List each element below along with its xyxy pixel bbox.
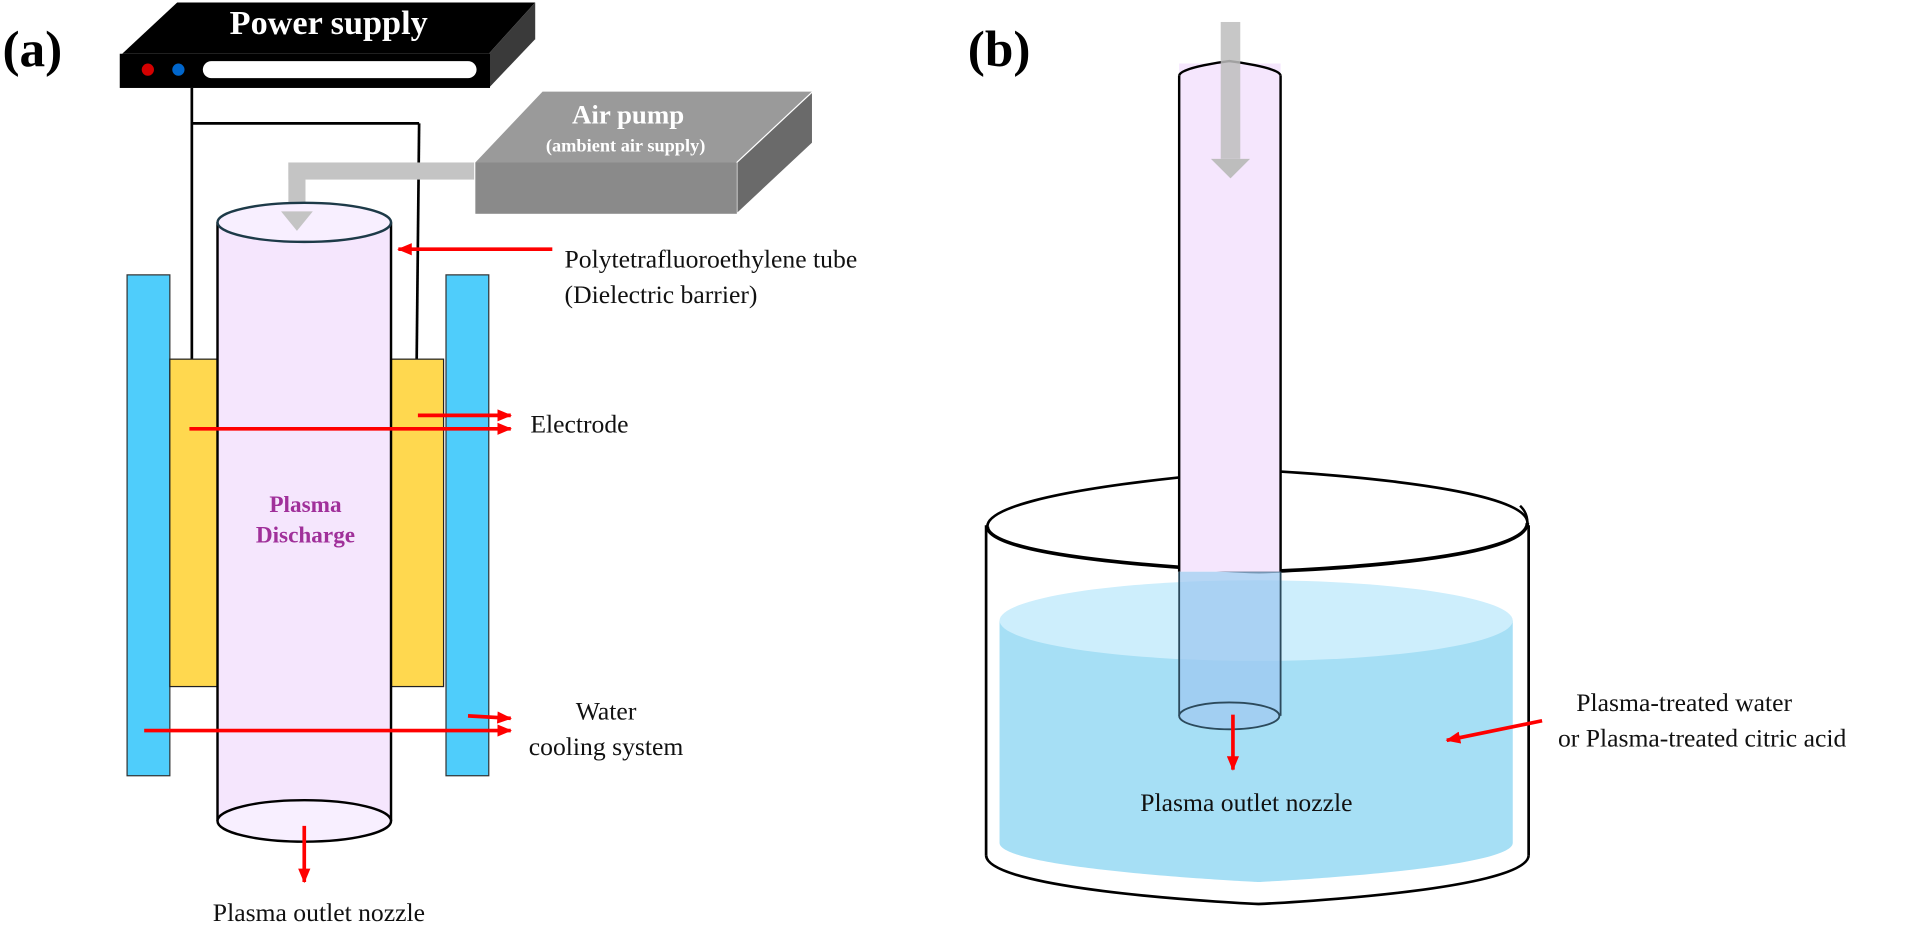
tube-label-line1: Polytetrafluoroethylene tube: [565, 245, 858, 274]
panel-b-label: (b): [968, 21, 1031, 78]
beaker-rim-edge: [1519, 504, 1529, 523]
plasma-label-line2: Discharge: [256, 522, 355, 548]
liquid-callout-arrow-icon: [1445, 718, 1543, 744]
electrode-left: [169, 358, 219, 688]
ptfe-tube-b: [1177, 21, 1282, 731]
callout-arrows-b: [1226, 714, 1543, 771]
liquid-body: [999, 620, 1513, 883]
air-inlet-arrowhead-icon: [281, 211, 313, 231]
ptfe-tube: Plasma Discharge: [216, 201, 393, 843]
beaker-bottom: [984, 854, 1530, 906]
electrode-label: Electrode: [530, 409, 628, 438]
power-supply-side: [488, 2, 536, 88]
tube-b-submerged-body: [1179, 571, 1281, 716]
panel-a-label: (a): [2, 21, 62, 78]
panel-b: (b): [968, 21, 1847, 906]
panel-a: (a) Power supply Air pump (ambient air s…: [2, 2, 857, 926]
power-supply: Power supply: [119, 2, 536, 88]
tube-b-outlet-opening: [1178, 701, 1281, 731]
tube-label-line2: (Dielectric barrier): [565, 280, 758, 309]
plasma-label-line1: Plasma: [269, 492, 342, 518]
power-supply-title: Power supply: [230, 5, 428, 42]
power-supply-display: [202, 61, 477, 79]
power-supply-top: [122, 2, 536, 54]
air-pump-top: [475, 91, 813, 163]
tube-top-opening: [216, 201, 393, 244]
air-pump: Air pump (ambient air supply): [475, 90, 814, 216]
right-wire: [415, 123, 421, 360]
air-pump-title: Air pump: [572, 99, 684, 129]
cooling-jacket-right: [445, 274, 490, 777]
air-flow-arrow-icon: [288, 162, 475, 212]
air-flow-pipe-vertical: [288, 162, 306, 212]
blue-indicator-icon: [172, 63, 185, 76]
liquid-label-line1: Plasma-treated water: [1576, 688, 1792, 717]
air-flow-b-arrowhead-icon: [1210, 158, 1251, 179]
air-flow-b-shaft: [1220, 21, 1241, 159]
electrode-right: [390, 358, 445, 688]
air-pump-subtitle: (ambient air supply): [546, 135, 705, 156]
red-indicator-icon: [141, 63, 154, 76]
outlet-label-b: Plasma outlet nozzle: [1140, 788, 1352, 817]
cooling-label-line1: Water: [576, 697, 637, 726]
cooling-label-line2: cooling system: [529, 732, 684, 761]
cooling-jacket-left: [126, 274, 171, 777]
air-flow-pipe-horizontal: [288, 162, 475, 180]
liquid-label-line2: or Plasma-treated citric acid: [1558, 723, 1847, 752]
callout-arrows-a: [144, 243, 553, 884]
tube-body: [217, 222, 392, 821]
air-pump-front: [475, 162, 737, 214]
cooling-right-arrow-icon: [467, 711, 512, 724]
outlet-label-a: Plasma outlet nozzle: [213, 898, 425, 926]
